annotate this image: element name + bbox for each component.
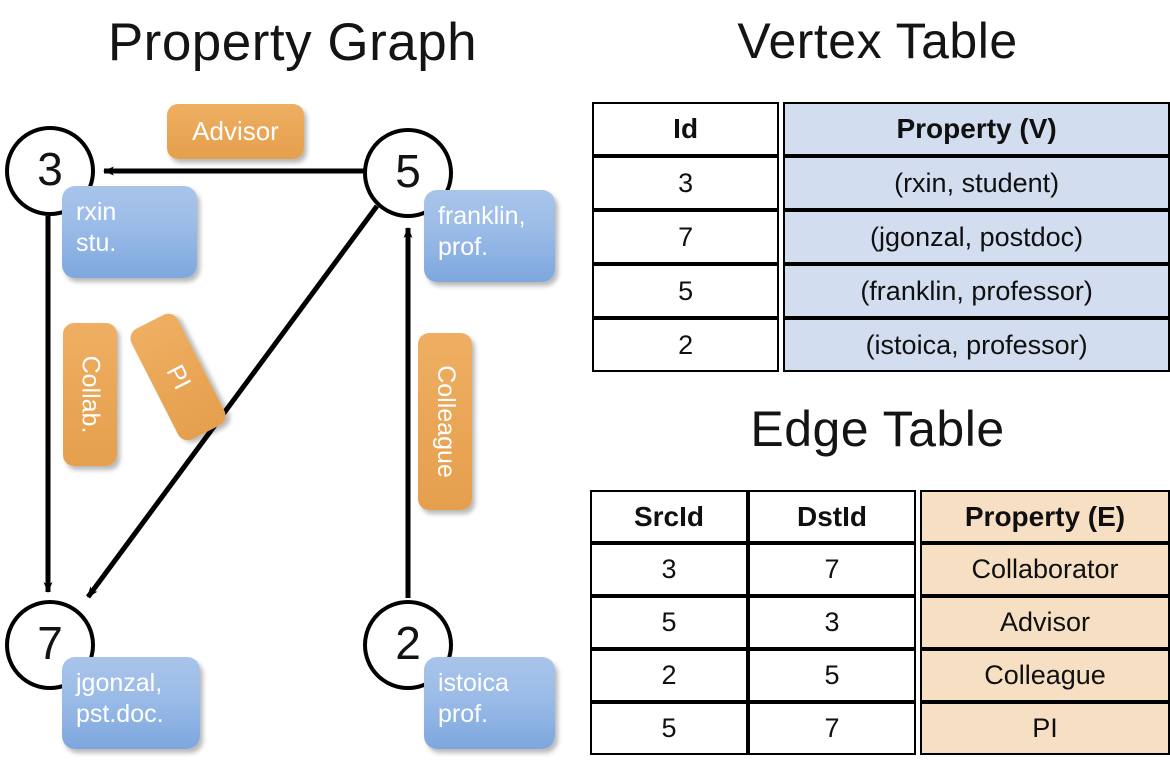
node-property-box-jgonzal[interactable]: jgonzal, pst.doc.	[62, 657, 200, 749]
vertex-table-header-id: Id	[592, 102, 780, 156]
edge-cell-srcid: 5	[590, 596, 748, 649]
edge-table-header-dstid: DstId	[748, 490, 916, 543]
vertex-cell-id: 5	[592, 264, 780, 318]
edge-label-advisor[interactable]: Advisor	[167, 104, 304, 159]
column-gap	[779, 264, 784, 318]
vertex-cell-property: (jgonzal, postdoc)	[783, 210, 1170, 264]
column-gap	[779, 318, 784, 372]
vertex-cell-property: (istoica, professor)	[783, 318, 1170, 372]
vertex-cell-property: (rxin, student)	[783, 156, 1170, 210]
graph-node-5[interactable]: 5	[363, 128, 453, 218]
edge-cell-srcid: 2	[590, 649, 748, 702]
page-title-vertex-table: Vertex Table	[737, 13, 1018, 69]
edge-cell-dstid: 3	[748, 596, 916, 649]
edge-cell-property: Colleague	[920, 649, 1170, 702]
graph-edge-lines	[43, 166, 413, 599]
edge-cell-property: Advisor	[920, 596, 1170, 649]
edge-cell-srcid: 3	[590, 543, 748, 596]
property-graph-diagram: 3 5 7 2 rxin stu. franklin, prof. jgonza…	[5, 104, 555, 749]
column-gap	[916, 490, 920, 543]
edge-label-colleague-text: Colleague	[431, 365, 460, 478]
table-row: 5 3 Advisor	[590, 596, 1170, 649]
vertex-table-header-property: Property (V)	[783, 102, 1170, 156]
vertex-cell-property: (franklin, professor)	[783, 264, 1170, 318]
edge-cell-property: PI	[920, 702, 1170, 755]
vertex-cell-id: 2	[592, 318, 780, 372]
column-gap	[916, 702, 920, 755]
table-header-row: SrcId DstId Property (E)	[590, 490, 1170, 543]
edge-table-header-property: Property (E)	[920, 490, 1170, 543]
page-title-edge-table: Edge Table	[750, 401, 1005, 457]
node-property-box-franklin[interactable]: franklin, prof.	[424, 190, 555, 282]
table-row: 7 (jgonzal, postdoc)	[592, 210, 1170, 264]
node-property-box-rxin[interactable]: rxin stu.	[62, 186, 197, 278]
page-title-property-graph: Property Graph	[107, 13, 478, 72]
column-gap	[916, 596, 920, 649]
table-row: 2 5 Colleague	[590, 649, 1170, 702]
table-header-row: Id Property (V)	[592, 102, 1170, 156]
vertex-cell-id: 3	[592, 156, 780, 210]
table-row: 3 7 Collaborator	[590, 543, 1170, 596]
edge-cell-dstid: 5	[748, 649, 916, 702]
table-row: 5 (franklin, professor)	[592, 264, 1170, 318]
table-row: 5 7 PI	[590, 702, 1170, 755]
edge-cell-dstid: 7	[748, 702, 916, 755]
edge-label-pi-text: PI	[160, 359, 197, 394]
edge-cell-property: Collaborator	[920, 543, 1170, 596]
edge-label-advisor-text: Advisor	[192, 116, 279, 146]
node-property-box-istoica[interactable]: istoica prof.	[424, 657, 555, 749]
edge-cell-srcid: 5	[590, 702, 748, 755]
edge-table: SrcId DstId Property (E) 3 7 Collaborato…	[590, 490, 1170, 755]
edge-label-colleague[interactable]: Colleague	[418, 333, 472, 510]
edge-cell-dstid: 7	[748, 543, 916, 596]
column-gap	[779, 210, 784, 264]
vertex-cell-id: 7	[592, 210, 780, 264]
table-row: 2 (istoica, professor)	[592, 318, 1170, 372]
vertex-table: Id Property (V) 3 (rxin, student) 7 (jgo…	[592, 102, 1170, 372]
column-gap	[916, 543, 920, 596]
edge-table-header-srcid: SrcId	[590, 490, 748, 543]
column-gap	[779, 102, 784, 156]
column-gap	[779, 156, 784, 210]
edge-5-to-7	[85, 204, 380, 599]
graph-node-2[interactable]: 2	[363, 600, 453, 690]
column-gap	[916, 649, 920, 702]
edge-label-collab[interactable]: Collab.	[63, 323, 117, 466]
edge-label-collab-text: Collab.	[76, 355, 105, 434]
table-row: 3 (rxin, student)	[592, 156, 1170, 210]
